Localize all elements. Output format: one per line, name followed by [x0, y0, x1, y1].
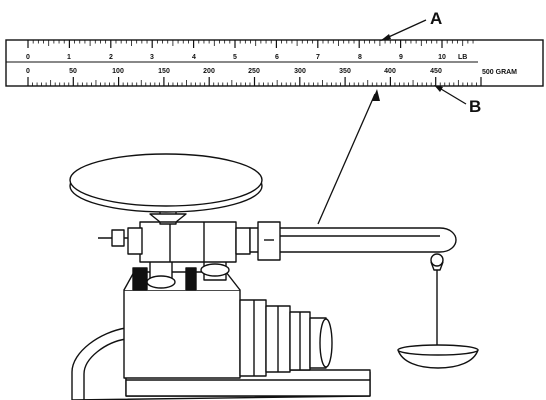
balance-base-inner — [83, 338, 127, 400]
gram-label-50: 50 — [69, 68, 77, 75]
gram-label-400: 400 — [384, 68, 396, 75]
balance — [69, 153, 479, 400]
pound-scale-labels: 0 1 2 3 4 5 6 7 8 9 10 LB — [26, 54, 467, 61]
callout-a-label: A — [430, 9, 442, 28]
adjust-knob — [111, 229, 125, 247]
callout-a-arrowhead — [380, 34, 391, 41]
balance-beam — [249, 227, 457, 253]
pound-scale-ticks — [27, 40, 474, 48]
lb-label-5: 5 — [233, 54, 237, 61]
beam-to-scale-arrow-line — [317, 93, 376, 225]
callout-b-arrowhead — [434, 85, 443, 92]
pivot-block-left-cap — [127, 227, 143, 255]
gram-label-250: 250 — [248, 68, 260, 75]
lb-label-7: 7 — [316, 54, 320, 61]
weight-disc-large — [239, 299, 267, 377]
lb-label-2: 2 — [109, 54, 113, 61]
gram-label-450: 450 — [430, 68, 442, 75]
balance-body-slot-2 — [185, 267, 197, 291]
pan-platform-top — [69, 153, 263, 207]
gram-label-350: 350 — [339, 68, 351, 75]
lb-label-6: 6 — [275, 54, 279, 61]
beam-rider — [257, 221, 281, 261]
lb-label-1: 1 — [67, 54, 71, 61]
beam-to-scale-arrowhead — [372, 89, 380, 101]
lb-label-9: 9 — [399, 54, 403, 61]
balance-body-slot — [132, 267, 148, 291]
left-pillar-base — [146, 275, 176, 289]
lb-unit-label: LB — [458, 54, 467, 61]
pivot-block — [139, 221, 237, 263]
callout-a: A — [380, 9, 442, 41]
pan-post-flare — [149, 213, 187, 223]
gram-scale-ticks — [27, 77, 482, 86]
scale-ruler: 0 1 2 3 4 5 6 7 8 9 10 LB 0 50 100 150 2… — [5, 39, 544, 87]
gram-label-150: 150 — [158, 68, 170, 75]
ruler-outline — [5, 39, 544, 87]
beam-to-scale-arrow — [317, 89, 380, 225]
lb-label-10: 10 — [438, 54, 446, 61]
gram-label-100: 100 — [112, 68, 124, 75]
lb-label-0: 0 — [26, 54, 30, 61]
lb-label-4: 4 — [192, 54, 196, 61]
balance-body — [123, 289, 241, 379]
lb-label-8: 8 — [358, 54, 362, 61]
weight-disc-cap — [319, 318, 333, 368]
callout-b-label: B — [469, 97, 481, 116]
hanger-hook-ring — [430, 253, 444, 267]
gram-label-200: 200 — [203, 68, 215, 75]
right-pillar-base — [200, 263, 230, 277]
callout-b: B — [434, 85, 481, 116]
gram-scale-labels: 0 50 100 150 200 250 300 350 400 450 500… — [26, 68, 517, 76]
hanging-pan-rim — [397, 344, 479, 356]
lb-label-3: 3 — [150, 54, 154, 61]
pivot-block-right-cap — [235, 227, 251, 255]
gram-end-label: 500 GRAM — [482, 69, 517, 76]
gram-label-300: 300 — [294, 68, 306, 75]
gram-label-0: 0 — [26, 68, 30, 75]
